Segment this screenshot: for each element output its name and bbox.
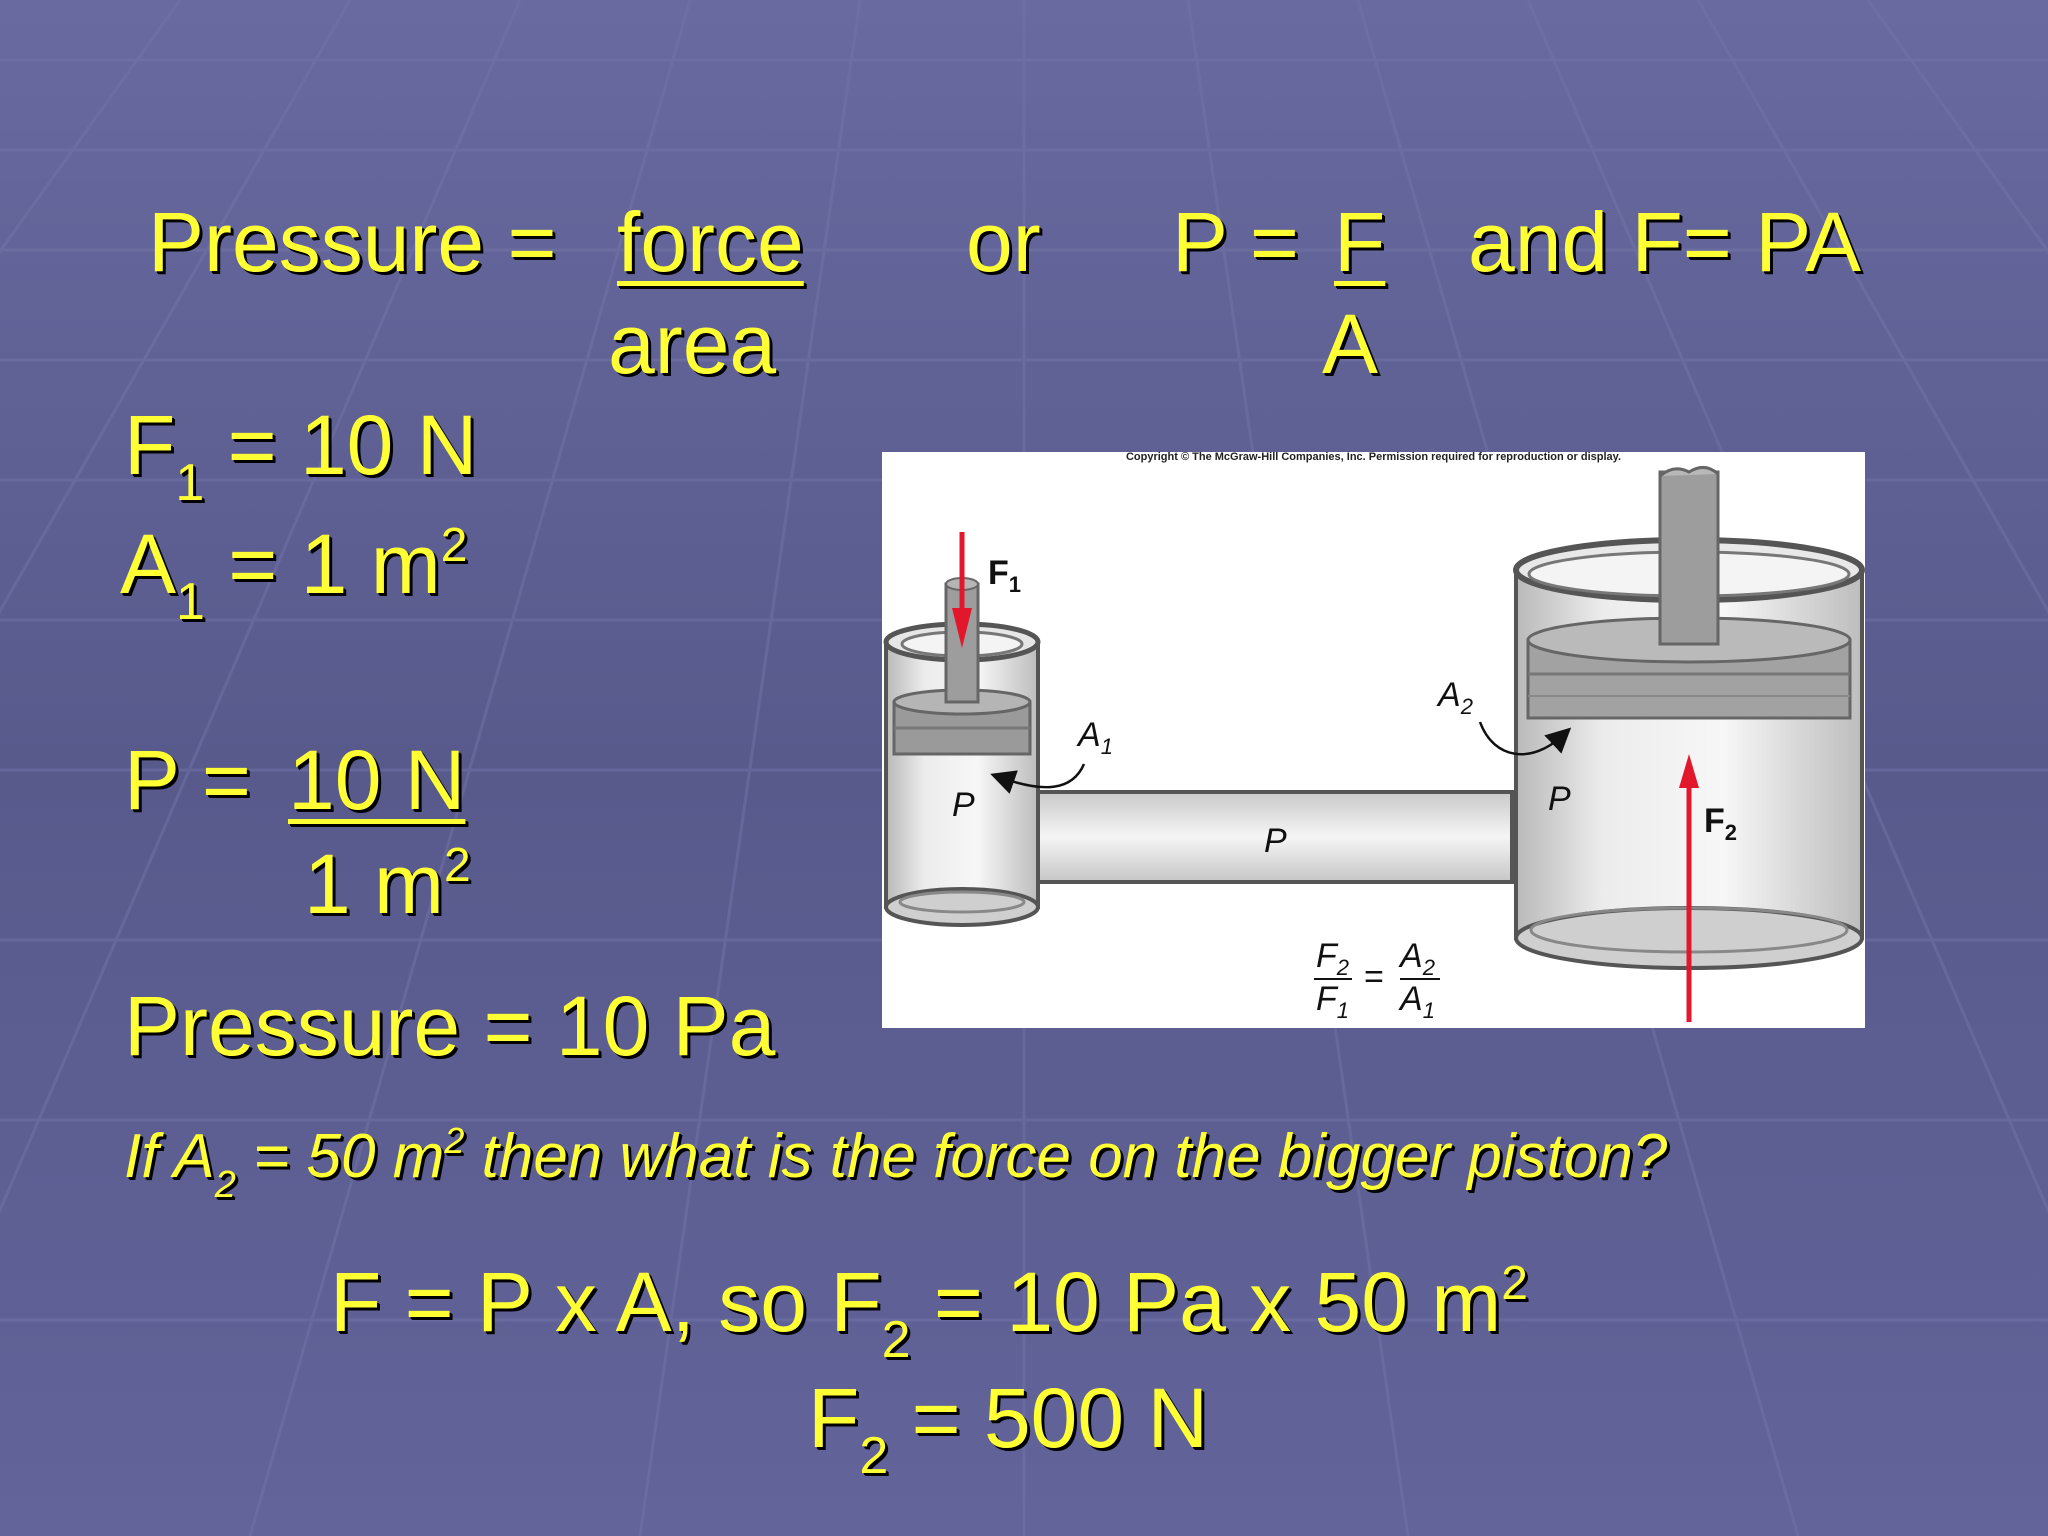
a2-sub-fig: 2 (1460, 694, 1473, 719)
answer-line2-subscript: 2 (859, 1427, 889, 1485)
f-numerator: F (1334, 195, 1386, 289)
figure-copyright: Copyright © The McGraw-Hill Companies, I… (1125, 451, 1622, 463)
a1-value: = 1 m (204, 517, 441, 611)
answer-line1-a: F = P x A, so F (330, 1255, 882, 1349)
answer-line1-superscript: 2 (1501, 1257, 1528, 1310)
a-denominator: A (1322, 297, 1379, 391)
a1-letter: A (120, 517, 177, 611)
a1-subscript: 1 (176, 573, 205, 631)
question-subscript: 2 (214, 1164, 236, 1206)
answer-line2-b: = 500 N (888, 1371, 1209, 1465)
question-part1: If A (124, 1122, 215, 1191)
pressure-result: Pressure = 10 Pa (124, 979, 776, 1073)
or-word: or (966, 195, 1041, 289)
question-superscript: 2 (444, 1120, 465, 1161)
f1-subscript: 1 (175, 454, 205, 512)
p-calc-numerator: 10 N (288, 733, 466, 827)
a1-sub-fig: 1 (1100, 734, 1113, 759)
answer-line1: F = P x A, so F2 = 10 Pa x 50 m2 (330, 1257, 1528, 1367)
connecting-tube (1030, 790, 1514, 884)
eq-f2: F2 (1316, 937, 1349, 979)
a1-letter-fig: A (1078, 716, 1101, 754)
f1-given: F1 = 10 N (124, 403, 477, 509)
answer-line1-b: = 10 Pa x 50 m (910, 1255, 1502, 1349)
question-text: If A2 = 50 m2 then what is the force on … (124, 1123, 1667, 1205)
answer-line1-subscript: 2 (881, 1311, 911, 1369)
a1-superscript: 2 (440, 519, 468, 572)
f1-arrowhead (952, 608, 972, 648)
a1-label: A1 (1078, 716, 1113, 758)
a2-pointer-arrow (1478, 721, 1572, 756)
f2-label: F2 (1704, 802, 1737, 844)
pressure-label-small: P (952, 786, 975, 824)
question-part2: = 50 m (235, 1122, 445, 1191)
eq-f2-letter: F (1316, 937, 1337, 975)
f1-value: = 10 N (204, 398, 478, 492)
a1-pointer-arrow (990, 763, 1086, 794)
f2-sub-fig: 2 (1724, 820, 1738, 845)
answer-line2: F2 = 500 N (808, 1376, 1208, 1482)
eq-f1-letter: F (1316, 980, 1337, 1018)
f2-letter-fig: F (1704, 802, 1725, 840)
f2-arrowhead (1679, 754, 1699, 788)
f1-label: F1 (988, 554, 1021, 596)
hydraulic-press-figure: Copyright © The McGraw-Hill Companies, I… (882, 452, 1865, 1028)
eq-equals: = (1364, 958, 1384, 996)
denominator-text: 1 m (304, 837, 445, 931)
answer-line2-a: F (808, 1371, 860, 1465)
pressure-definition-label: Pressure = (148, 195, 557, 289)
eq-a2-sub: 2 (1422, 955, 1435, 980)
question-part3: then what is the force on the bigger pis… (464, 1122, 1668, 1191)
area-word: area (608, 297, 777, 391)
eq-f2-sub: 2 (1336, 955, 1350, 980)
eq-a1: A1 (1400, 980, 1435, 1022)
p-calc-denominator: 1 m2 (304, 839, 471, 927)
eq-f1: F1 (1316, 980, 1349, 1022)
f-equals-pa: and F= PA (1468, 195, 1862, 289)
a2-letter-fig: A (1438, 676, 1461, 714)
hydraulic-press-diagram (883, 466, 1865, 1022)
small-cylinder (883, 577, 1041, 927)
pressure-label-large: P (1548, 780, 1571, 818)
denominator-superscript: 2 (444, 839, 471, 892)
f1-sub-fig: 1 (1008, 572, 1022, 597)
p-equals: P = (1172, 195, 1299, 289)
eq-f1-sub: 1 (1336, 998, 1350, 1023)
eq-a1-sub: 1 (1422, 998, 1435, 1023)
a1-given: A1 = 1 m2 (120, 519, 468, 629)
eq-a1-letter: A (1400, 980, 1423, 1018)
pressure-label-tube: P (1264, 822, 1287, 860)
f1-letter-fig: F (988, 554, 1009, 592)
eq-a2: A2 (1400, 937, 1435, 979)
eq-a2-letter: A (1400, 937, 1423, 975)
a2-label: A2 (1438, 676, 1473, 718)
p-calc-label: P = (124, 733, 251, 827)
f1-letter: F (124, 398, 176, 492)
force-word: force (617, 195, 804, 289)
